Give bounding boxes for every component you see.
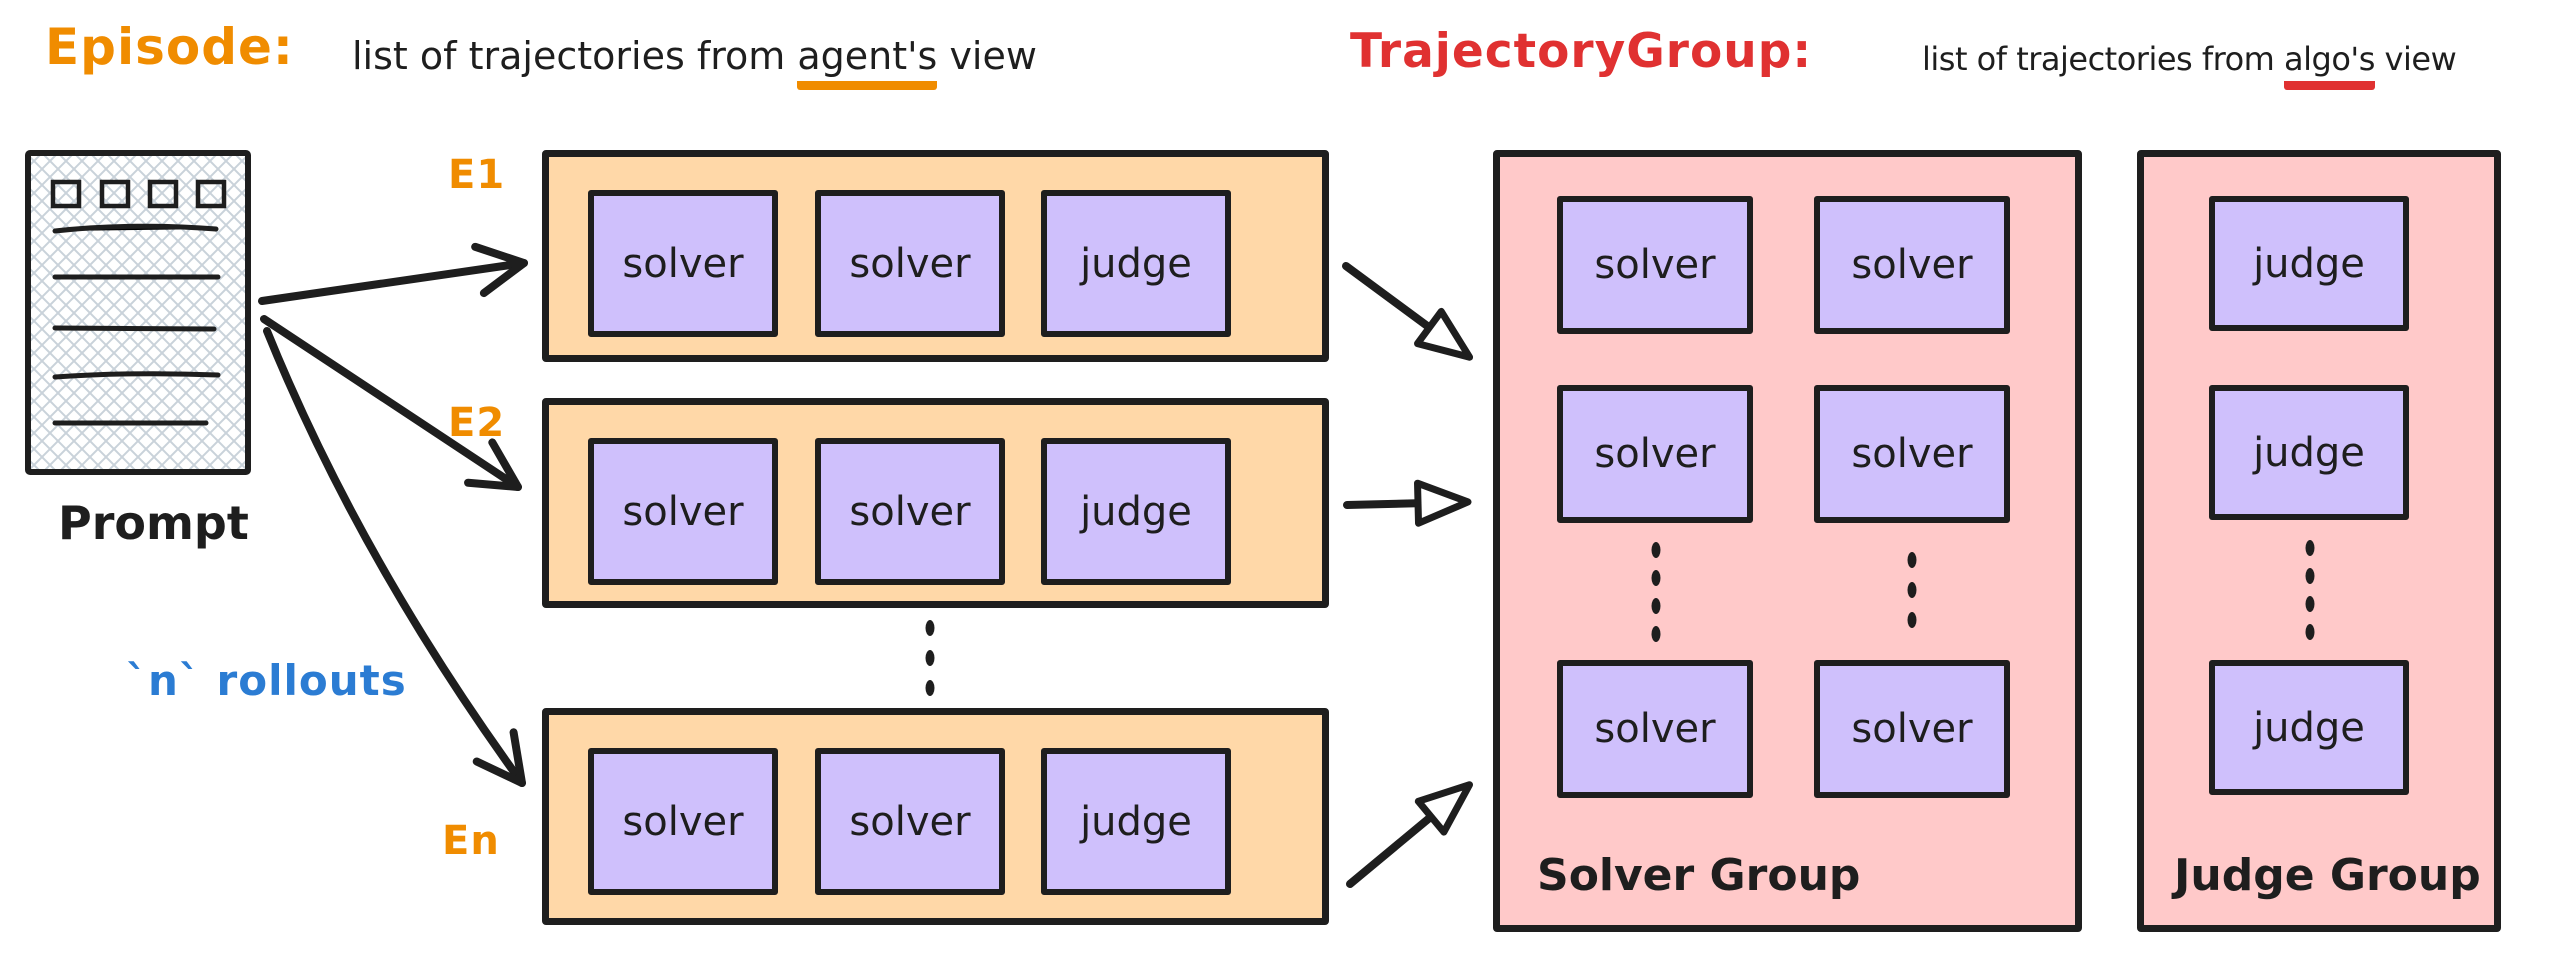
episode-desc-underlined-word: agent's [797, 34, 938, 90]
trajectorygroup-description: list of trajectories from algo's view [1922, 40, 2457, 90]
solver-group-label: Solver Group [1537, 850, 1861, 901]
solver-group-box: solver [1814, 385, 2010, 523]
episode-desc-pre: list of trajectories from [352, 34, 798, 78]
episode-row-e2: solver solver judge [542, 398, 1329, 608]
solver-group-box: solver [1557, 660, 1753, 798]
judge-group-box: judge [2209, 660, 2409, 795]
episode-description: list of trajectories from agent's view [352, 34, 1037, 90]
judge-group-box: judge [2209, 385, 2409, 520]
trajectorygroup-desc-pre: list of trajectories from [1922, 40, 2285, 78]
episodes-ellipsis [925, 620, 935, 696]
solver-group-box: solver [1814, 660, 2010, 798]
episode-label-en: En [442, 818, 500, 864]
episode-label-e2: E2 [448, 400, 506, 446]
arrow-e1-to-group [1342, 262, 1474, 361]
solver-group-panel: solver solver solver solver solver solve… [1493, 150, 2082, 932]
arrow-e2-to-group [1343, 479, 1472, 527]
prompt-document-icon [25, 150, 251, 475]
trajectory-box-solver: solver [588, 190, 778, 337]
trajectorygroup-desc-post: view [2374, 40, 2457, 78]
episode-desc-post: view [937, 34, 1037, 78]
trajectory-box-judge: judge [1041, 190, 1231, 337]
arrow-en-to-group [1346, 781, 1474, 888]
episode-term: Episode: [45, 18, 294, 76]
trajectory-box-solver: solver [815, 438, 1005, 585]
rollouts-note: `n` rollouts [126, 656, 407, 705]
judge-group-label: Judge Group [2174, 850, 2481, 901]
trajectory-box-solver: solver [588, 438, 778, 585]
trajectory-box-judge: judge [1041, 438, 1231, 585]
solver-group-box: solver [1557, 385, 1753, 523]
judge-group-panel: judge judge judge Judge Group [2137, 150, 2501, 932]
judge-group-box: judge [2209, 196, 2409, 331]
trajectory-box-solver: solver [815, 748, 1005, 895]
trajectory-box-judge: judge [1041, 748, 1231, 895]
solver-group-box: solver [1557, 196, 1753, 334]
document-text-lines [52, 223, 221, 426]
trajectory-box-solver: solver [588, 748, 778, 895]
document-checkboxes [50, 179, 227, 209]
episode-row-en: solver solver judge [542, 708, 1329, 925]
prompt-label: Prompt [58, 496, 249, 550]
episode-label-e1: E1 [448, 152, 506, 198]
episode-row-e1: solver solver judge [542, 150, 1329, 362]
trajectorygroup-term: TrajectoryGroup: [1350, 24, 1813, 79]
arrow-prompt-to-e1 [258, 242, 528, 305]
arrow-prompt-to-en [263, 327, 526, 787]
solver-group-box: solver [1814, 196, 2010, 334]
trajectory-box-solver: solver [815, 190, 1005, 337]
trajectorygroup-desc-underlined-word: algo's [2284, 40, 2375, 90]
